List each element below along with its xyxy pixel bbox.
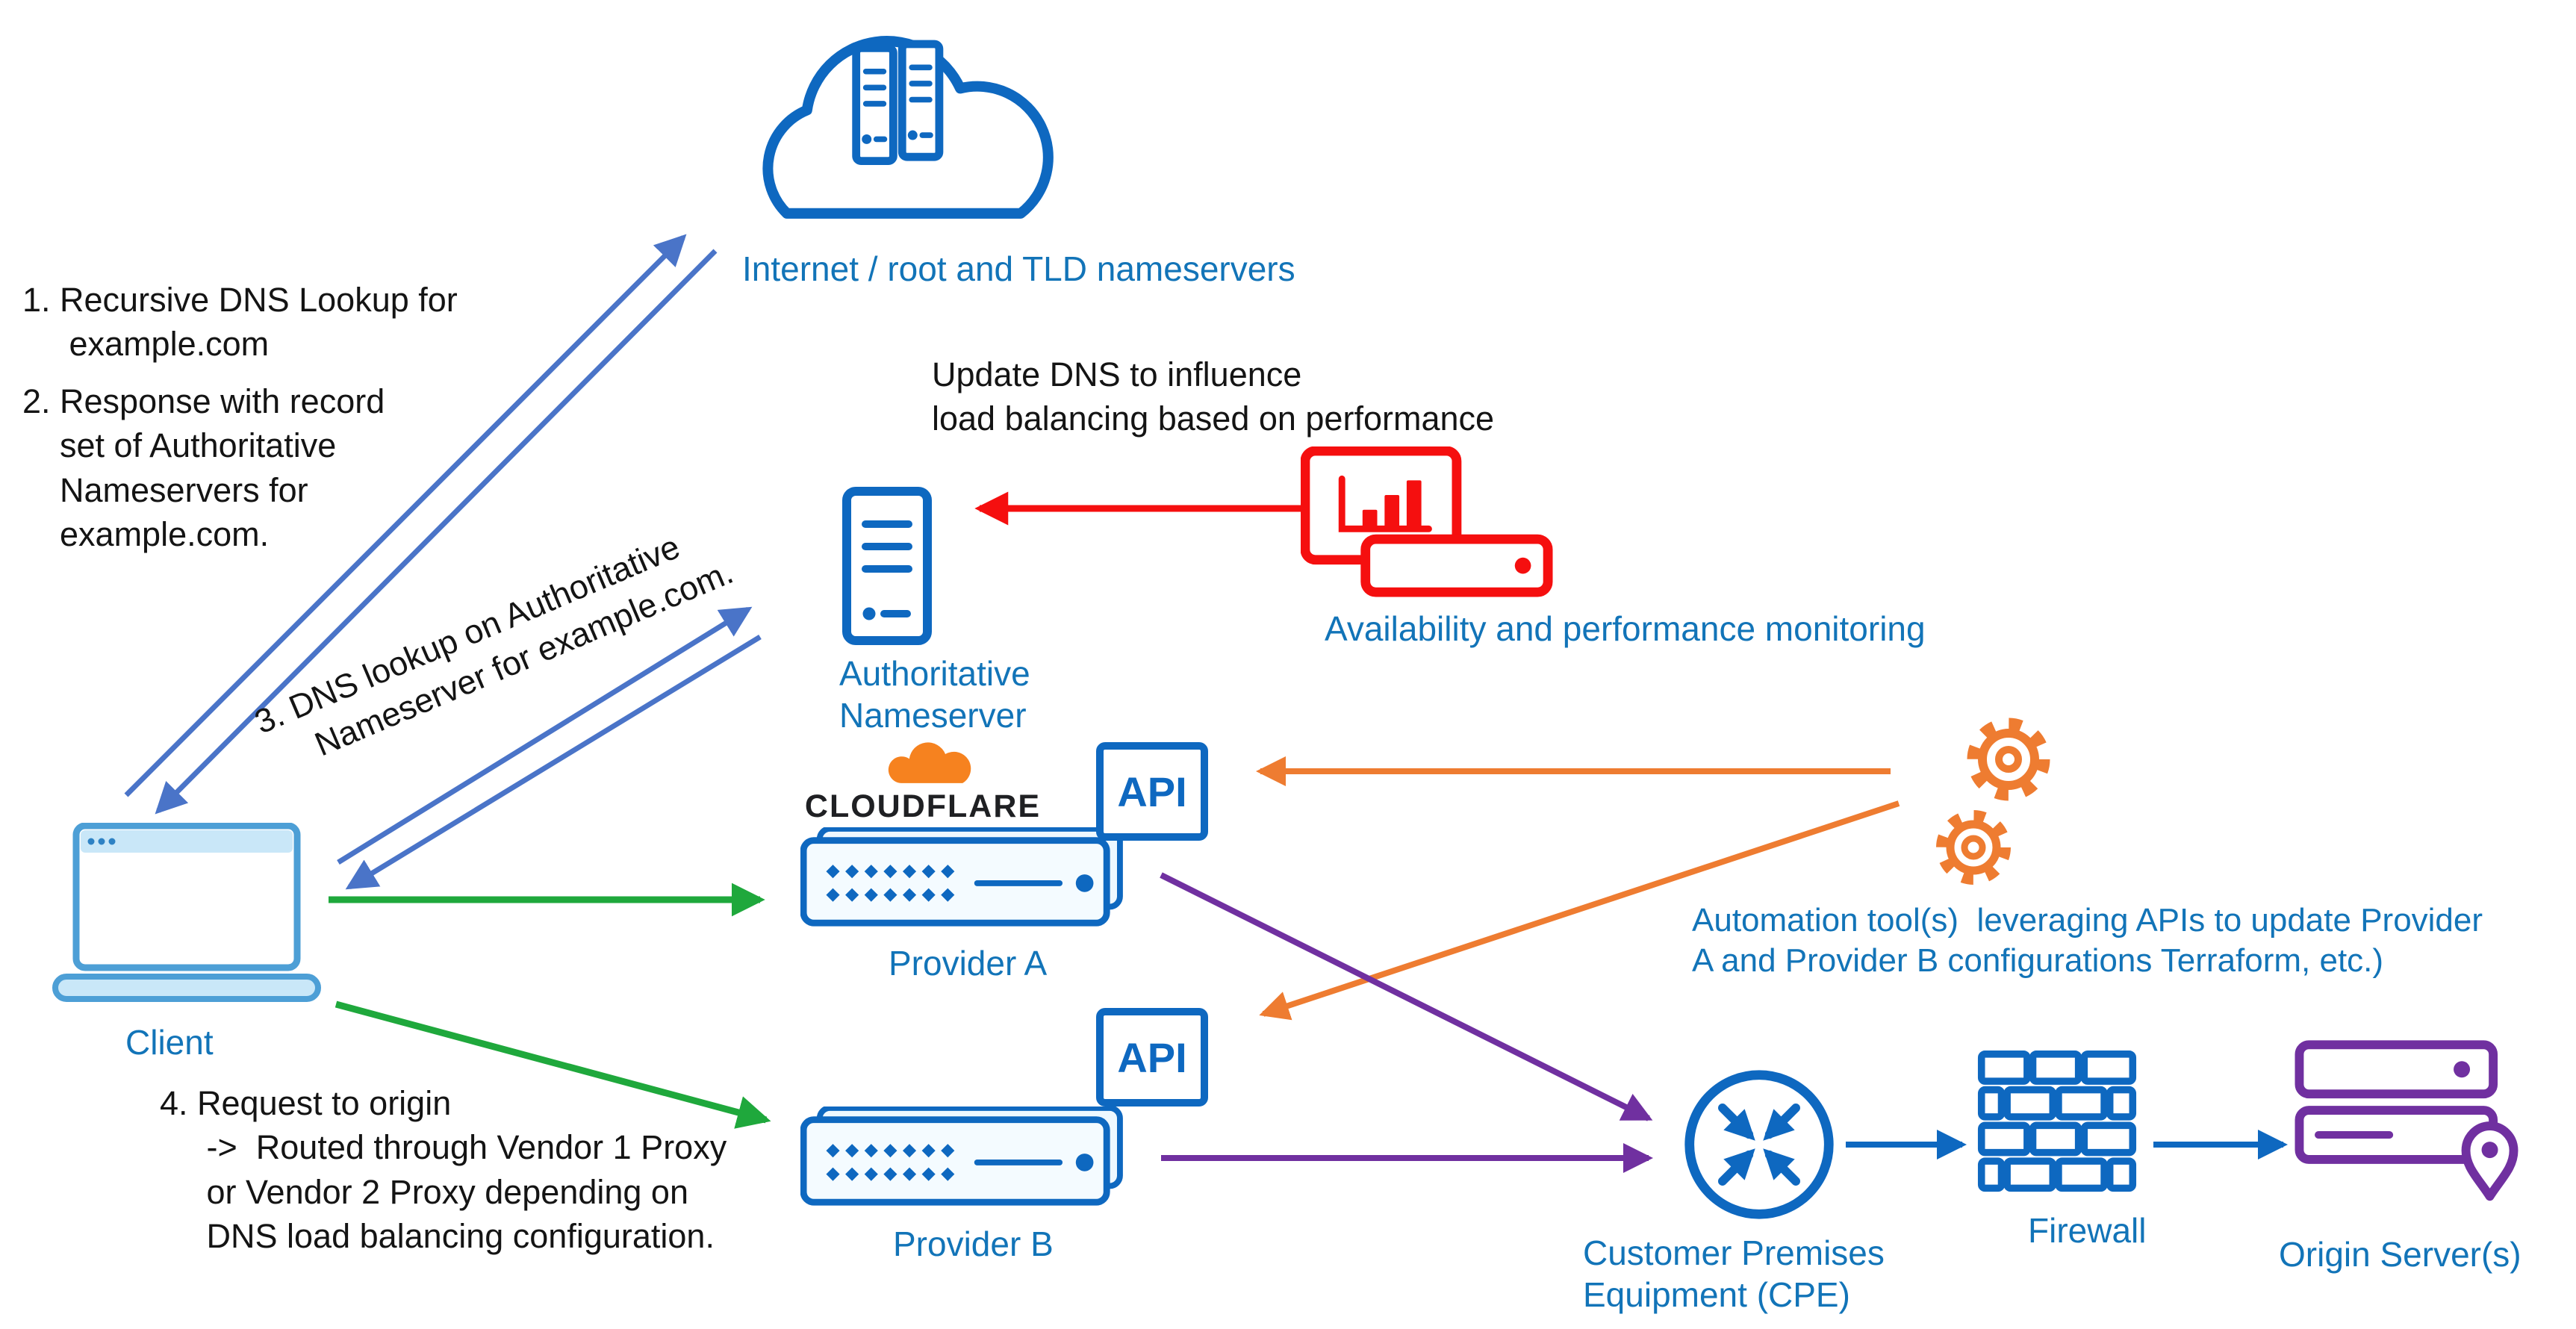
gear-icon bbox=[1967, 718, 2050, 801]
arrow-client-to-internet bbox=[124, 234, 687, 797]
provider-a-label: Provider A bbox=[889, 944, 1048, 983]
arrow-internet-to-client bbox=[155, 249, 718, 815]
update-dns-annotation: Update DNS to influence load balancing b… bbox=[932, 355, 1495, 438]
client-laptop-icon bbox=[52, 823, 321, 1002]
monitoring-icon bbox=[1301, 446, 1553, 597]
cloudflare-logo-text: CLOUDFLARE bbox=[804, 788, 1042, 824]
provider-b-api-label: API bbox=[1117, 1033, 1187, 1081]
authoritative-nameserver-icon bbox=[842, 487, 932, 645]
arrow-provider-a-to-cpe bbox=[1160, 872, 1653, 1121]
cpe-label: Customer Premises Equipment (CPE) bbox=[1583, 1233, 1885, 1315]
step4-annotation: 4. Request to origin -> Routed through V… bbox=[160, 1084, 727, 1256]
origin-label: Origin Server(s) bbox=[2279, 1235, 2521, 1274]
location-pin-icon bbox=[2461, 1121, 2519, 1201]
authoritative-nameserver-label: Authoritative Nameserver bbox=[839, 654, 1030, 735]
monitoring-label: Availability and performance monitoring bbox=[1325, 609, 1926, 648]
provider-a-api-label: API bbox=[1117, 768, 1187, 815]
arrow-authns-to-client bbox=[345, 635, 762, 890]
internet-cloud-icon bbox=[762, 36, 1054, 219]
provider-a-appliance-icon bbox=[800, 827, 1123, 927]
internet-label: Internet / root and TLD nameservers bbox=[742, 249, 1295, 288]
step1-annotation: 1. Recursive DNS Lookup for example.com bbox=[22, 281, 458, 364]
gear-icon bbox=[1936, 810, 2011, 885]
provider-a-api-badge: API bbox=[1096, 742, 1208, 841]
automation-label: Automation tool(s) leveraging APIs to up… bbox=[1692, 902, 2483, 979]
origin-servers-icon bbox=[2295, 1040, 2519, 1201]
bar-chart-icon bbox=[1362, 480, 1422, 529]
client-label: Client bbox=[125, 1023, 214, 1062]
provider-b-api-badge: API bbox=[1096, 1008, 1208, 1107]
cloudflare-cloud-icon bbox=[888, 742, 971, 783]
firewall-label: Firewall bbox=[2028, 1211, 2147, 1250]
provider-b-appliance-icon bbox=[800, 1107, 1123, 1206]
server-rack-icon bbox=[852, 40, 944, 165]
arrow-client-to-provider-b bbox=[335, 1000, 771, 1129]
arrow-client-to-authns bbox=[337, 606, 753, 865]
step2-annotation: 2. Response with record set of Authorita… bbox=[22, 382, 385, 554]
cpe-router-icon bbox=[1684, 1070, 1834, 1219]
provider-b-label: Provider B bbox=[893, 1224, 1054, 1263]
gears-icon bbox=[1936, 718, 2050, 885]
firewall-icon bbox=[1977, 1051, 2137, 1192]
